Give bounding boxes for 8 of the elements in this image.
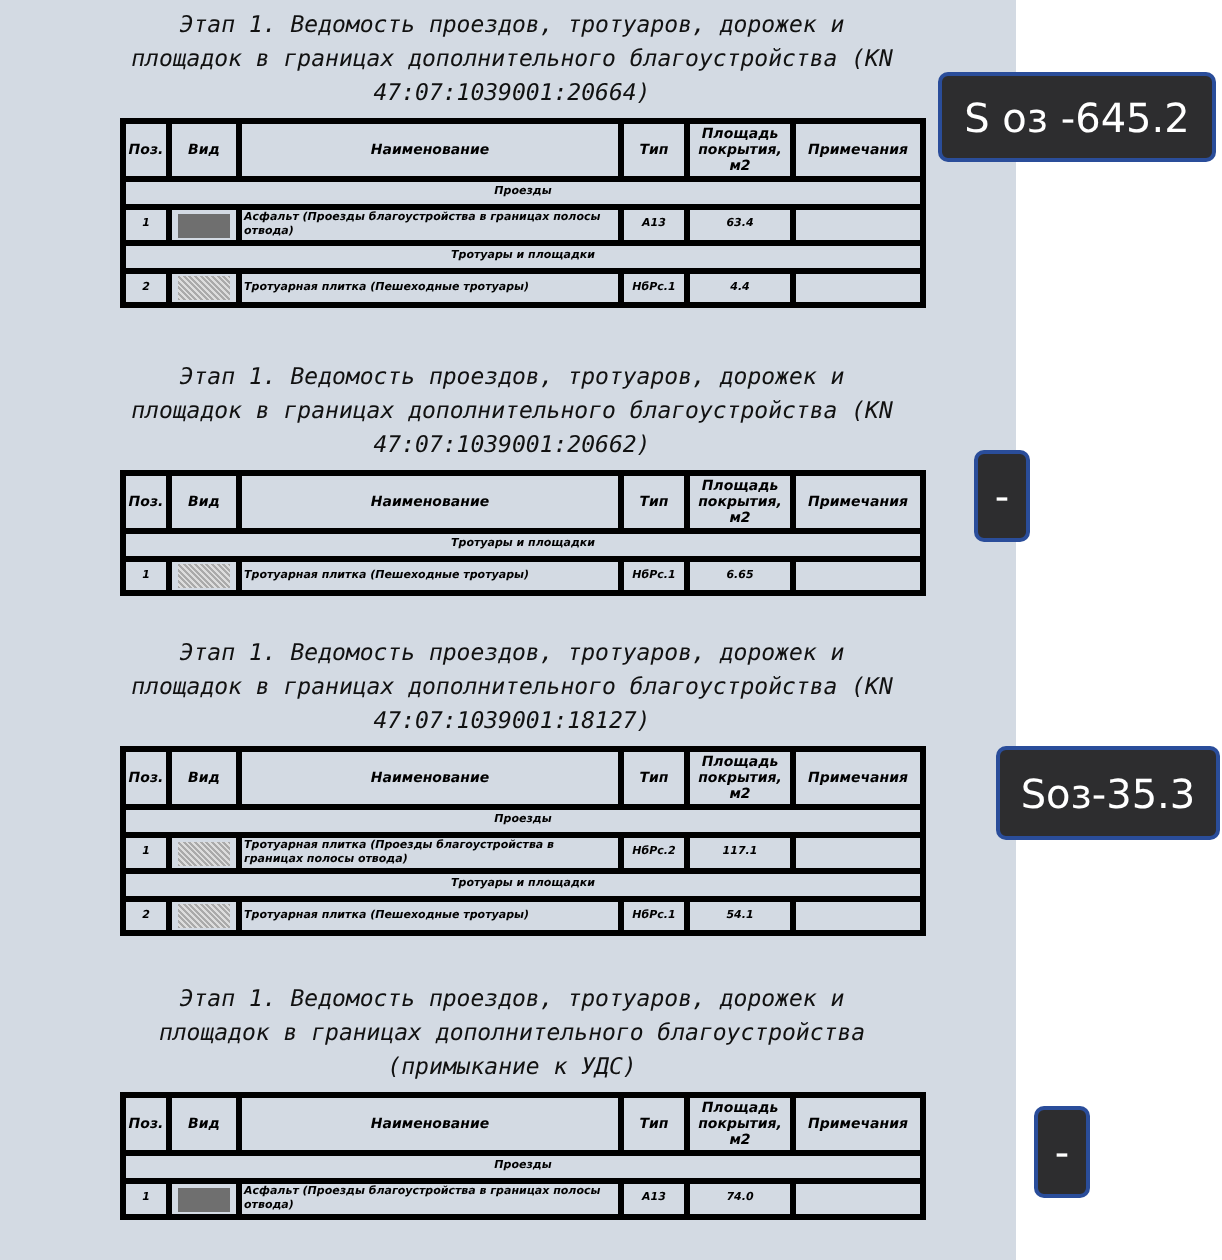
- area-badge: -: [974, 450, 1030, 542]
- table-title: Этап 1. Ведомость проездов, тротуаров, дорожек и площадок в границах дополнительного благоустройства (KN 47:07:1039001:20664): [129, 8, 895, 110]
- table-title: Этап 1. Ведомость проездов, тротуаров, дорожек и площадок в границах дополнительного благоустройства (KN 47:07:1039001:20662): [129, 360, 895, 462]
- area-badge: S оз -645.2: [938, 72, 1216, 162]
- table-title: Этап 1. Ведомость проездов, тротуаров, дорожек и площадок в границах дополнительного благоустройства (KN 47:07:1039001:18127): [129, 636, 895, 738]
- table-title: Этап 1. Ведомость проездов, тротуаров, дорожек и площадок в границах дополнительного благоустройства (примыкание к УДС): [156, 982, 868, 1084]
- area-badge: Sоз-35.3: [996, 746, 1220, 840]
- area-badge: -: [1034, 1106, 1090, 1198]
